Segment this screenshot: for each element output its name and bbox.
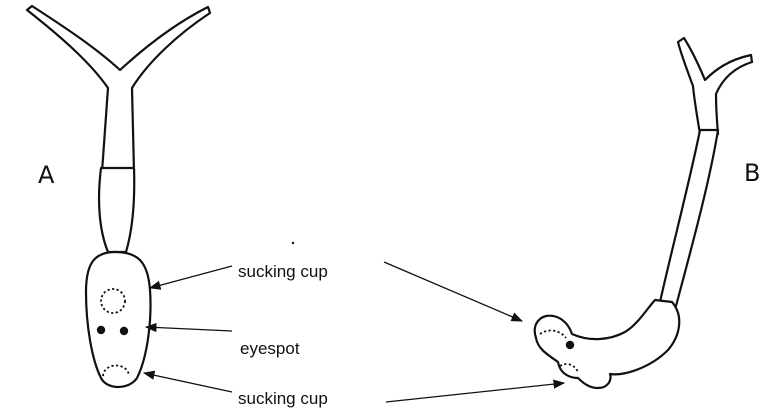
label-top-sucking-cup: sucking cup <box>238 262 328 281</box>
arrow-bottom-cup-to-a <box>142 370 233 393</box>
larva-b-body <box>533 298 681 390</box>
arrow-eyespot-to-a <box>144 322 233 333</box>
panel-label-a: A <box>38 161 55 189</box>
larva-b-tail-fork <box>676 36 754 136</box>
larva-a <box>25 4 212 389</box>
larva-a-eyespot-left <box>96 325 106 335</box>
larva-a-top-sucking-cup <box>100 288 126 314</box>
larva-b <box>533 36 754 390</box>
arrow-top-cup-to-b <box>383 261 524 322</box>
larva-b-bottom-sucking-cup <box>559 363 579 373</box>
larva-a-body <box>84 250 152 389</box>
larva-a-tail-stem <box>97 166 136 254</box>
label-eyespot: eyespot <box>240 339 300 358</box>
larva-b-tail-stem <box>658 128 720 308</box>
larva-a-tail-fork <box>25 4 212 174</box>
arrow-bottom-cup-to-b <box>385 379 566 403</box>
larva-b-eyespot <box>565 340 575 350</box>
panel-label-b: B <box>744 159 760 187</box>
larva-b-top-sucking-cup <box>539 329 567 339</box>
stray-dot <box>291 241 295 245</box>
label-bottom-sucking-cup: sucking cup <box>238 389 328 408</box>
larva-a-eyespot-right <box>119 326 129 336</box>
arrow-top-cup-to-a <box>148 265 233 290</box>
larva-a-bottom-sucking-cup <box>102 364 130 377</box>
